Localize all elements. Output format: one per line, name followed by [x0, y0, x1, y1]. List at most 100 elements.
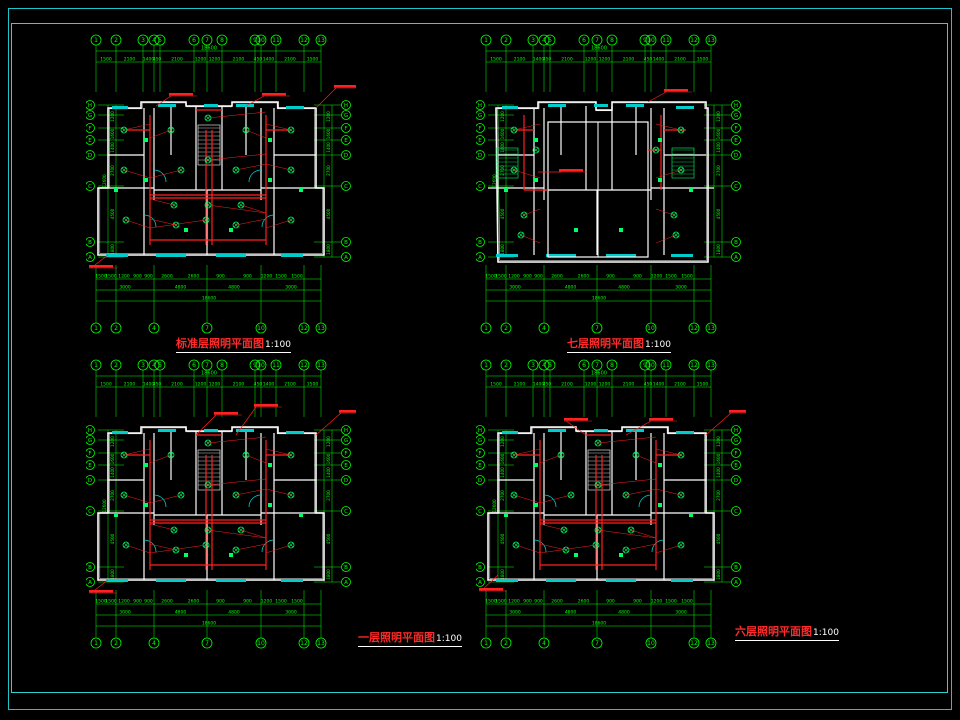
axis-label-right: C — [734, 509, 738, 515]
axis-bubble-right — [341, 425, 351, 435]
light-fixture — [510, 126, 518, 134]
axis-label-right: D — [344, 153, 348, 159]
dim-overall-top: 18600 — [591, 46, 607, 52]
window — [594, 429, 608, 432]
axis-label-top: 8 — [610, 37, 614, 44]
dim-text-right: 1200 — [716, 436, 721, 447]
dim-text-right: 1400 — [716, 467, 721, 478]
callout-leader — [647, 91, 667, 103]
callout-leader — [705, 412, 732, 436]
door-arc — [248, 169, 262, 183]
axis-bubble-right — [731, 252, 741, 262]
window — [281, 579, 303, 582]
switch — [114, 513, 118, 517]
window — [496, 254, 518, 257]
window — [606, 254, 636, 257]
axis-label-top: 4 — [542, 37, 546, 44]
branch-wire — [597, 478, 657, 486]
axis-bubble-left — [86, 448, 95, 458]
axis-label-left: B — [478, 240, 482, 246]
axis-label-left: A — [88, 255, 92, 261]
dim-text-bottom: 2600 — [551, 274, 563, 280]
dim-text-top: 2100 — [233, 57, 245, 63]
axis-bubble-left — [476, 448, 485, 458]
stair — [587, 449, 611, 491]
axis-label-bottom: 12 — [690, 640, 698, 647]
dim-text-bottom: 1200 — [651, 274, 663, 280]
dim-text-right: 1200 — [326, 436, 331, 447]
dim-text-bottom: 1500 — [95, 599, 107, 605]
dim-text-right: 1800 — [326, 569, 331, 580]
dim-text-top: 1400 — [653, 57, 665, 63]
branch-wire — [655, 488, 682, 496]
building-outline — [97, 426, 325, 581]
dim-text-bottom-mid: 4800 — [175, 285, 187, 291]
dim-text-bottom: 1500 — [291, 599, 303, 605]
axis-bubble-left — [86, 475, 95, 485]
light-fixture — [204, 481, 212, 489]
axis-label-left: F — [88, 126, 91, 132]
branch-wire — [235, 488, 267, 496]
callout-mark — [564, 418, 588, 421]
dim-text-bottom: 1200 — [508, 599, 520, 605]
dim-text-right: 1200 — [716, 111, 721, 122]
dim-text-top: 2100 — [284, 382, 296, 388]
branch-wire — [265, 488, 292, 496]
axis-label-left: H — [478, 103, 482, 109]
axis-label-top: 11 — [272, 362, 280, 369]
light-fixture — [592, 541, 600, 549]
axis-label-left: C — [478, 509, 482, 515]
light-fixture — [510, 491, 518, 499]
dim-text-bottom: 900 — [534, 274, 543, 280]
dim-text-left: 1400 — [110, 142, 115, 153]
light-fixture — [120, 166, 128, 174]
axis-label-bottom: 2 — [114, 640, 118, 647]
callout-mark — [559, 169, 583, 172]
axis-label-bottom: 7 — [205, 640, 209, 647]
axis-label-right: B — [344, 565, 348, 571]
dim-text-bottom: 900 — [133, 274, 142, 280]
axis-label-right: A — [344, 255, 348, 261]
branch-wire — [235, 218, 267, 226]
axis-label-right: G — [734, 113, 738, 119]
door-arc — [261, 214, 275, 228]
dim-text-bottom: 1200 — [651, 599, 663, 605]
axis-bubble-right — [341, 435, 351, 445]
axis-bubble-right — [731, 150, 741, 160]
dim-text-bottom: 1500 — [275, 274, 287, 280]
light-fixture — [167, 451, 175, 459]
dim-text-bottom: 1500 — [105, 274, 117, 280]
light-fixture — [122, 216, 130, 224]
window — [676, 106, 694, 109]
dim-text-top: 1200 — [195, 382, 207, 388]
light-fixture — [677, 166, 685, 174]
axis-bubble-left — [476, 100, 485, 110]
axis-label-top: 9 — [253, 37, 257, 44]
branch-wire — [207, 529, 267, 539]
light-fixture — [204, 526, 212, 534]
dim-text-bottom: 2600 — [551, 599, 563, 605]
axis-label-top: 9 — [643, 362, 647, 369]
axis-label-top: 10 — [257, 37, 265, 44]
branch-wire — [125, 544, 151, 554]
axis-label-left: C — [478, 184, 482, 190]
window — [496, 579, 518, 582]
axis-label-top: 10 — [647, 37, 655, 44]
window — [156, 579, 186, 582]
switch — [268, 503, 272, 507]
axis-label-right: F — [344, 451, 347, 457]
dim-text-top: 2100 — [623, 57, 635, 63]
dim-text-bottom: 1500 — [495, 274, 507, 280]
axis-label-top: 5 — [158, 37, 162, 44]
axis-bubble-right — [731, 425, 741, 435]
dim-text-left: 2700 — [110, 490, 115, 501]
dim-text-left: 1600 — [110, 128, 115, 139]
axis-label-bottom: 7 — [595, 325, 599, 332]
dim-text-bottom: 900 — [243, 274, 252, 280]
axis-bubble-right — [731, 448, 741, 458]
